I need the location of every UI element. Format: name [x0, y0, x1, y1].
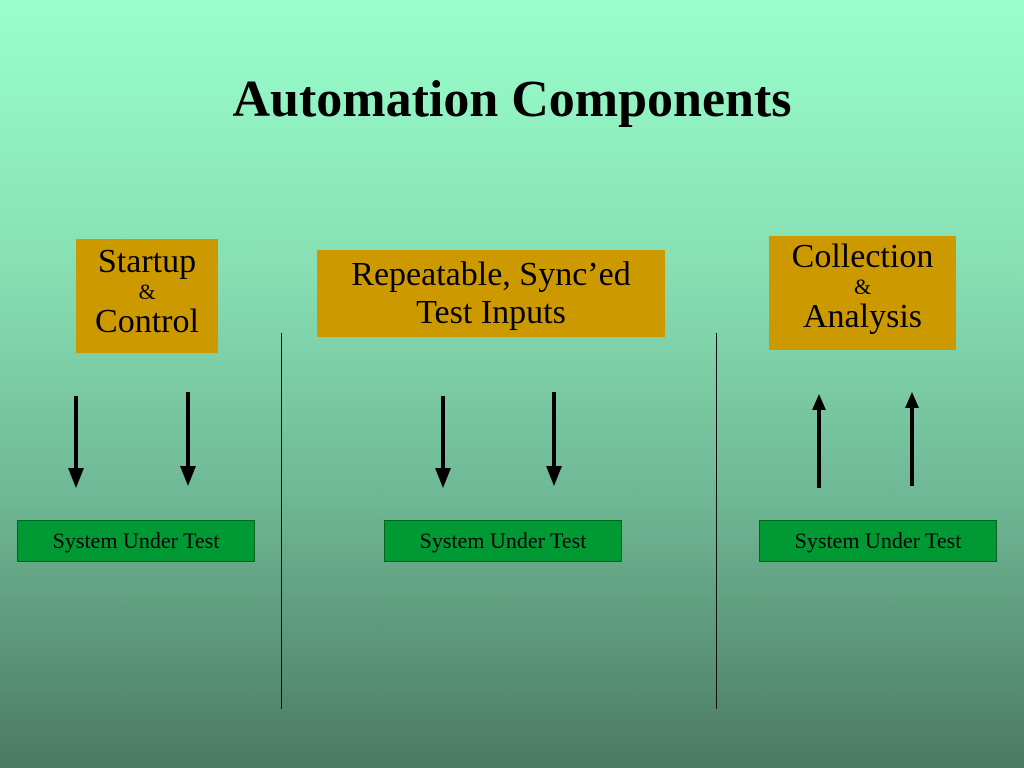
- down-arrow-head: [546, 466, 562, 486]
- collection-label: Collection: [791, 238, 934, 275]
- section-divider-right: [716, 333, 717, 709]
- section-divider-left: [281, 333, 282, 709]
- startup-control-box: Startup & Control: [76, 239, 218, 353]
- ampersand-label: &: [853, 274, 872, 299]
- down-arrow-group-middle: [435, 392, 562, 488]
- up-arrow-head: [905, 392, 919, 408]
- down-arrow-group-left: [68, 392, 196, 488]
- down-arrow-head: [435, 468, 451, 488]
- startup-label: Startup: [97, 243, 197, 280]
- slide-title: Automation Components: [232, 71, 792, 128]
- up-arrow-group-right: [812, 392, 919, 488]
- system-under-test-box: System Under Test: [384, 520, 622, 562]
- repeatable-inputs-box: Repeatable, Sync’ed Test Inputs: [317, 250, 665, 337]
- down-arrow-head: [180, 466, 196, 486]
- repeatable-label: Repeatable, Sync’ed: [351, 256, 631, 293]
- system-under-test-box: System Under Test: [759, 520, 997, 562]
- ampersand-label: &: [138, 279, 156, 304]
- system-under-test-box: System Under Test: [17, 520, 255, 562]
- up-arrow-head: [812, 394, 826, 410]
- control-label: Control: [95, 303, 199, 340]
- test-inputs-label: Test Inputs: [416, 294, 566, 331]
- collection-analysis-box: Collection & Analysis: [769, 236, 956, 350]
- analysis-label: Analysis: [803, 298, 922, 335]
- down-arrow-head: [68, 468, 84, 488]
